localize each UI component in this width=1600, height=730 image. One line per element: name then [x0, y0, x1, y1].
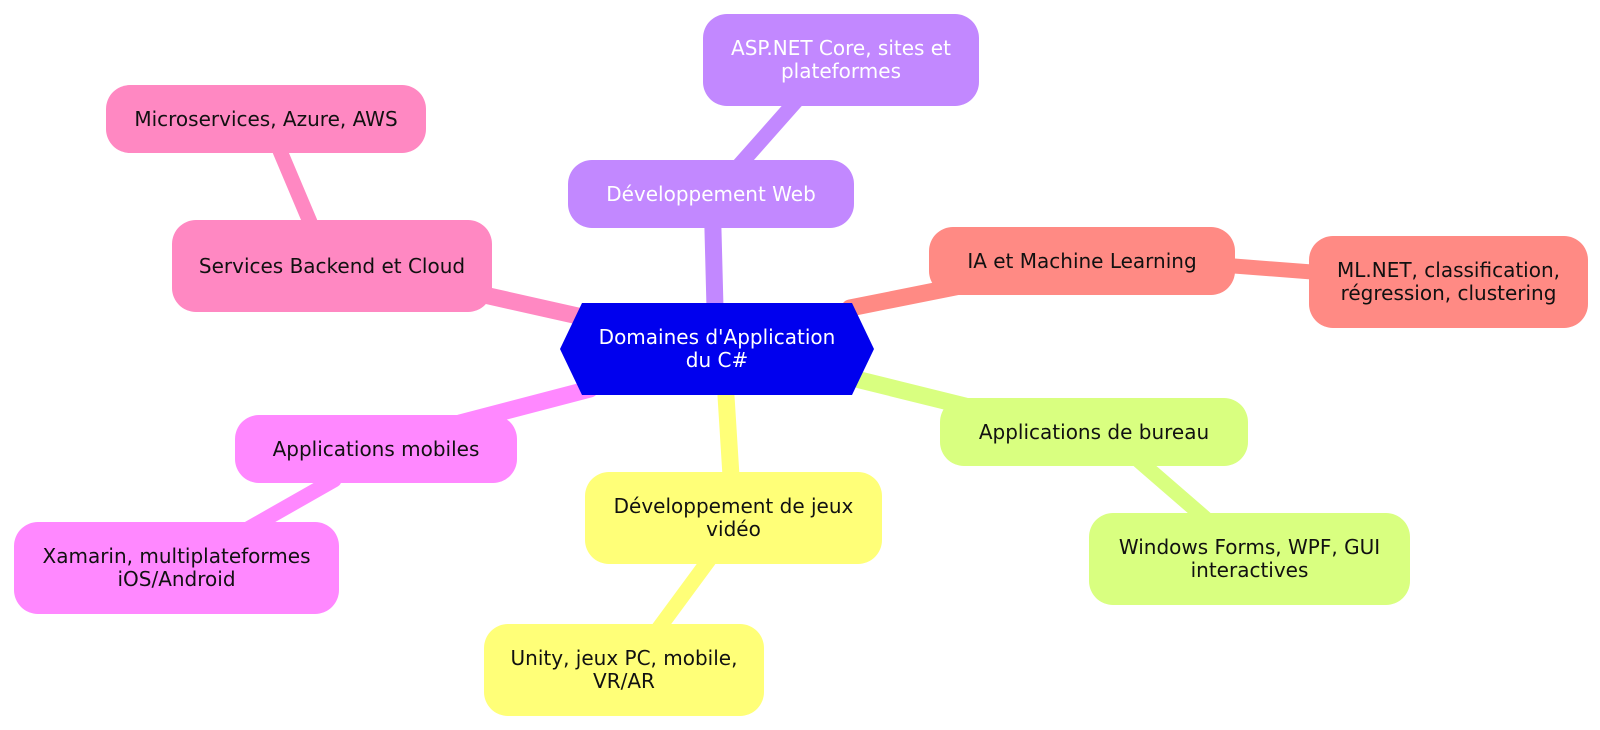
branch-node-backend: Services Backend et Cloud [172, 220, 492, 312]
leaf-label-backend: Microservices, Azure, AWS [134, 106, 398, 131]
leaf-label-jeux: Unity, jeux PC, mobile, VR/AR [510, 646, 738, 693]
root-label: Domaines d'Application du C# [598, 325, 836, 372]
link-leaf-bureau [1130, 452, 1213, 526]
leaf-label-ia: ML.NET, classification, régression, clus… [1336, 258, 1560, 305]
link-root-jeux [717, 387, 740, 485]
link-leaf-backend [272, 143, 318, 230]
link-root-backend [471, 285, 587, 325]
leaf-node-mobile: Xamarin, multiplateformes iOS/Android [14, 522, 339, 614]
branch-label-bureau: Applications de bureau [978, 419, 1210, 444]
link-root-bureau [851, 371, 974, 415]
branch-label-mobile: Applications mobiles [272, 436, 480, 461]
leaf-label-bureau: Windows Forms, WPF, GUI interactives [1118, 535, 1381, 582]
link-leaf-jeux [648, 552, 717, 640]
leaf-label-mobile: Xamarin, multiplateformes iOS/Android [42, 544, 311, 591]
root-hexagon-shape [560, 303, 874, 395]
branch-node-mobile: Applications mobiles [235, 415, 517, 483]
branch-node-bureau: Applications de bureau [940, 398, 1248, 466]
leaf-node-jeux: Unity, jeux PC, mobile, VR/AR [484, 624, 764, 716]
branch-label-jeux: Développement de jeux vidéo [613, 494, 854, 541]
branch-node-jeux: Développement de jeux vidéo [585, 472, 882, 564]
root-node: Domaines d'Application du C# [560, 303, 874, 395]
branch-node-ia: IA et Machine Learning [929, 227, 1235, 295]
link-leaf-mobile [238, 472, 342, 538]
leaf-node-web: ASP.NET Core, sites et plateformes [703, 14, 979, 106]
branch-label-web: Développement Web [606, 181, 816, 206]
branch-label-ia: IA et Machine Learning [967, 248, 1197, 273]
link-leaf-ia [1226, 258, 1320, 280]
leaf-node-ia: ML.NET, classification, régression, clus… [1309, 236, 1588, 328]
branch-label-backend: Services Backend et Cloud [198, 253, 466, 278]
leaf-node-backend: Microservices, Azure, AWS [106, 85, 426, 153]
leaf-node-bureau: Windows Forms, WPF, GUI interactives [1089, 513, 1410, 605]
branch-node-web: Développement Web [568, 160, 854, 228]
leaf-label-web: ASP.NET Core, sites et plateformes [731, 36, 951, 83]
link-leaf-web [727, 92, 805, 178]
